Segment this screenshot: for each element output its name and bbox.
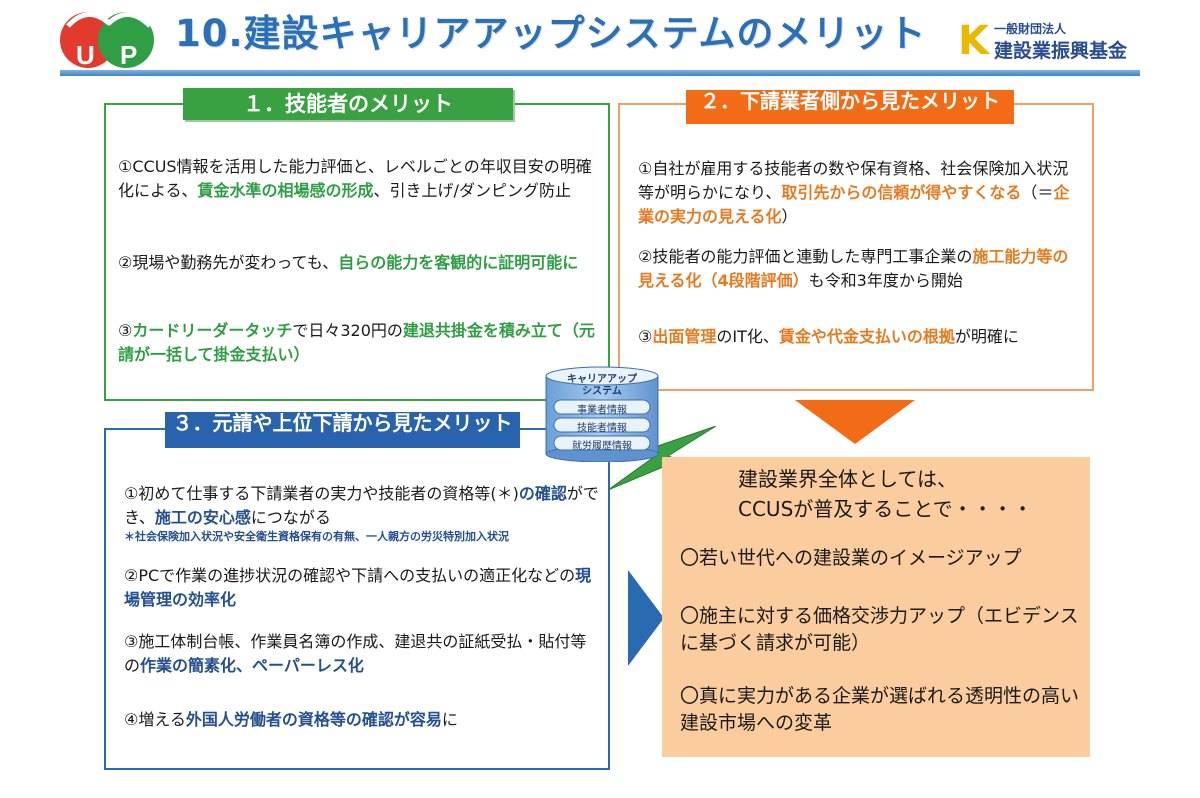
- logo-letter-u: U: [76, 40, 95, 70]
- database-title-line1: キャリアアップ: [567, 374, 637, 385]
- subcontractor-merit-3: ③出面管理のIT化、賃金や代金支払いの根拠が明確に: [638, 327, 1019, 346]
- header-divider: [60, 70, 1140, 76]
- ccus-database-icon: キャリアアップ システム 事業者情報 技能者情報 就労履歴情報: [544, 366, 660, 462]
- worker-merit-3: ③カードリーダータッチで日々320円の建退共掛金を積み立て（元請が一括して掛金支…: [118, 321, 595, 364]
- page-title: 10.建設キャリアアップシステムのメリット: [175, 12, 927, 55]
- industry-wide-benefits-box: 建設業界全体としては、 CCUSが普及することで・・・・ 〇若い世代への建設業の…: [662, 457, 1090, 757]
- worker-merits-box: ①CCUS情報を活用した能力評価と、レベルごとの年収目安の明確化による、賃金水準…: [104, 103, 610, 401]
- worker-merit-1: ①CCUS情報を活用した能力評価と、レベルごとの年収目安の明確化による、賃金水準…: [118, 157, 592, 200]
- prime-merit-note: ＊社会保険加入状況や安全衛生資格保有の有無、一人親方の労災特別加入状況: [124, 530, 509, 543]
- subcontractor-merits-heading: ２．下請業者側から見たメリット: [686, 90, 1014, 124]
- database-title-line2: システム: [582, 386, 622, 397]
- logo-letter-p: P: [120, 40, 137, 70]
- database-row-employer: 事業者情報: [577, 405, 627, 416]
- industry-benefit-2: 〇施主に対する価格交渉力アップ（エビデンスに基づく請求が可能）: [680, 605, 1079, 654]
- prime-merit-4: ④増える外国人労働者の資格等の確認が容易に: [124, 710, 458, 729]
- prime-merit-3: ③施工体制台帳、作業員名簿の作成、建退共の証紙受払・貼付等の作業の簡素化、ペーパ…: [124, 632, 587, 675]
- org-logo: K 一般財団法人 建設業振興基金: [958, 18, 1128, 66]
- arrow-right-icon: [628, 570, 664, 666]
- up-logo: U P: [60, 12, 154, 70]
- industry-benefit-1: 〇若い世代への建設業のイメージアップ: [680, 547, 1022, 569]
- prime-contractor-merits-heading: ３．元請や上位下請から見たメリット: [165, 412, 520, 448]
- prime-merit-1: ①初めて仕事する下請業者の実力や技能者の資格等(＊)の確認ができ、施工の安心感に…: [124, 484, 599, 527]
- prime-contractor-merits-box: ①初めて仕事する下請業者の実力や技能者の資格等(＊)の確認ができ、施工の安心感に…: [104, 428, 610, 770]
- worker-merit-2: ②現場や勤務先が変わっても、自らの能力を客観的に証明可能に: [118, 253, 579, 272]
- industry-heading-line2: CCUSが普及することで・・・・: [738, 497, 1033, 521]
- industry-heading-line1: 建設業界全体としては、: [738, 467, 957, 491]
- worker-merits-heading: １．技能者のメリット: [183, 88, 513, 120]
- arrow-down-icon: [795, 400, 915, 444]
- industry-benefit-3: 〇真に実力がある企業が選ばれる透明性の高い建設市場への変革: [680, 685, 1080, 734]
- org-mark-icon: K: [958, 18, 989, 64]
- subcontractor-merit-1: ①自社が雇用する技能者の数や保有資格、社会保険加入状況等が明らかになり、取引先か…: [638, 159, 1070, 226]
- subcontractor-merits-box: ①自社が雇用する技能者の数や保有資格、社会保険加入状況等が明らかになり、取引先か…: [618, 103, 1094, 391]
- org-name: 建設業振興基金: [994, 40, 1128, 62]
- prime-merit-2: ②PCで作業の進捗状況の確認や下請への支払いの適正化などの現場管理の効率化: [124, 566, 592, 609]
- org-type: 一般財団法人: [994, 22, 1067, 36]
- subcontractor-merit-2: ②技能者の能力評価と連動した専門工事企業の施工能力等の見える化（4段階評価）も令…: [638, 247, 1069, 290]
- database-row-worker: 技能者情報: [577, 423, 627, 434]
- database-cylinder-icon: [545, 366, 659, 462]
- database-row-work-history: 就労履歴情報: [572, 441, 632, 452]
